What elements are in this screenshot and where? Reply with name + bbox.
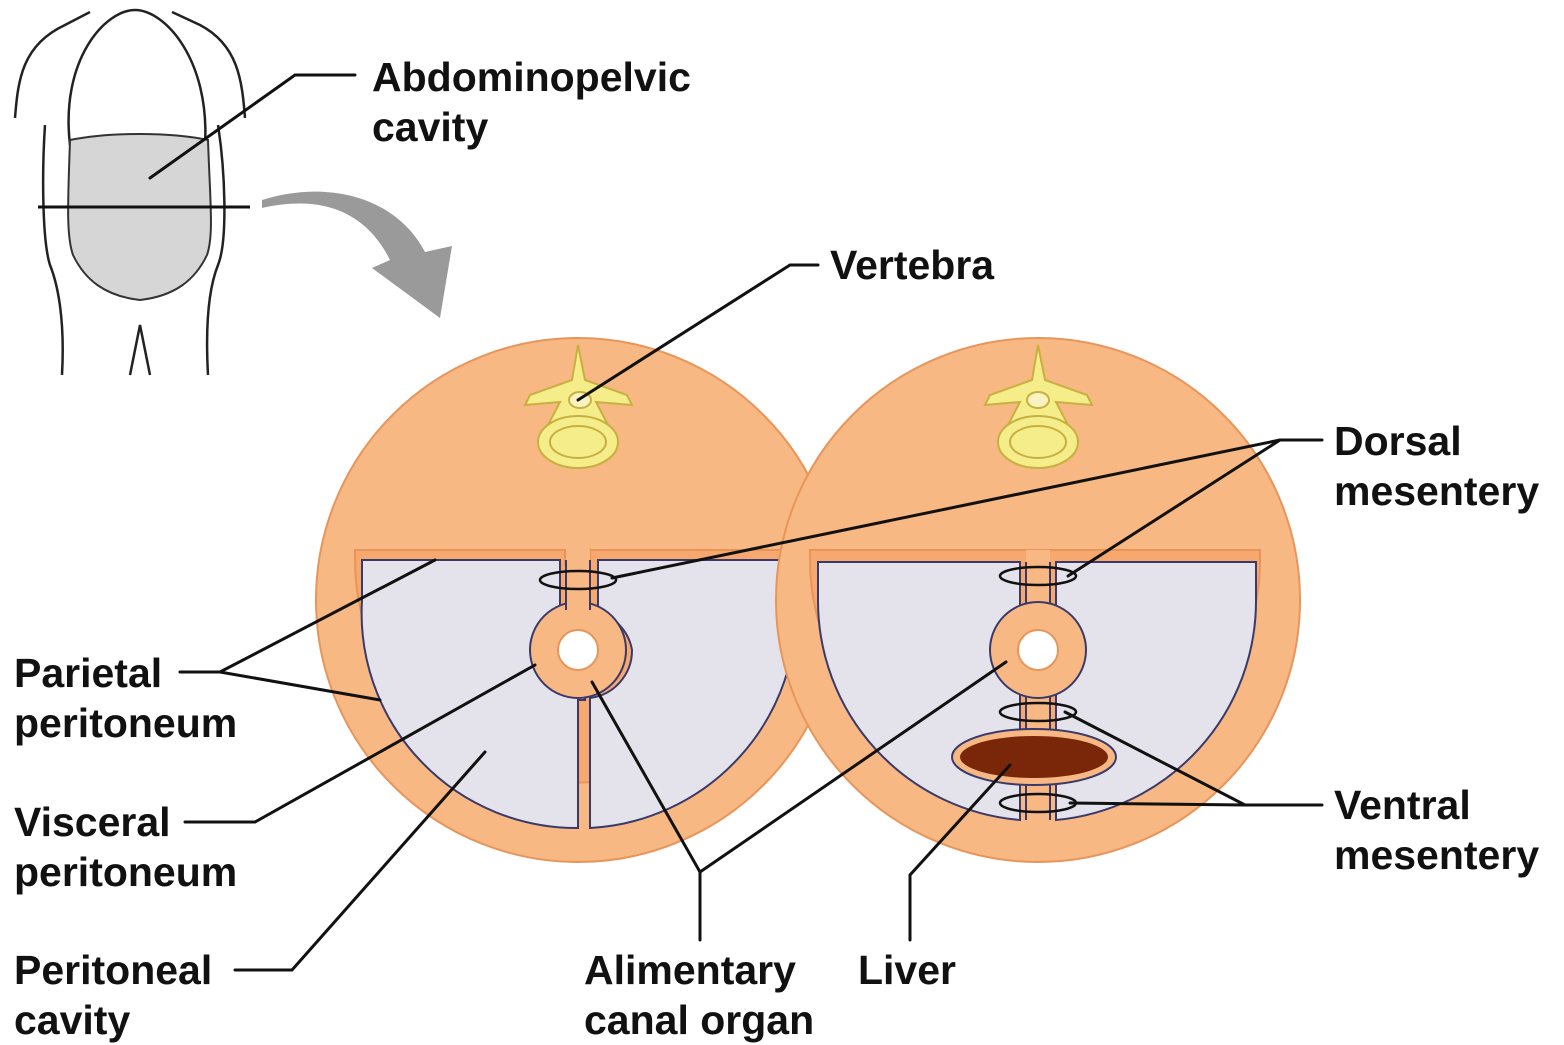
label-alimentary-line2: canal organ bbox=[584, 995, 814, 1045]
label-ventral-mesentery-line1: Ventral bbox=[1334, 780, 1539, 830]
label-dorsal-mesentery-line2: mesentery bbox=[1334, 466, 1539, 516]
right-cross-section bbox=[776, 338, 1300, 862]
label-vertebra-line1: Vertebra bbox=[830, 240, 994, 290]
label-ventral-mesentery-line2: mesentery bbox=[1334, 830, 1539, 880]
label-liver-line1: Liver bbox=[858, 945, 956, 995]
label-alimentary-line1: Alimentary bbox=[584, 945, 814, 995]
label-peritoneal-cavity: Peritoneal cavity bbox=[14, 945, 212, 1045]
label-visceral-peritoneum: Visceral peritoneum bbox=[14, 797, 237, 897]
label-abdominopelvic-cavity: Abdominopelvic cavity bbox=[372, 52, 691, 152]
label-peritoneal-cavity-line2: cavity bbox=[14, 995, 212, 1045]
label-dorsal-mesentery: Dorsal mesentery bbox=[1334, 416, 1539, 516]
label-liver: Liver bbox=[858, 945, 956, 995]
peritoneal-cavity-right bbox=[590, 560, 796, 828]
label-visceral-line2: peritoneum bbox=[14, 847, 237, 897]
label-parietal-peritoneum: Parietal peritoneum bbox=[14, 648, 237, 748]
label-vertebra: Vertebra bbox=[830, 240, 994, 290]
label-ventral-mesentery: Ventral mesentery bbox=[1334, 780, 1539, 880]
leader-ventral-b bbox=[1070, 803, 1245, 805]
label-abdominopelvic-line1: Abdominopelvic bbox=[372, 52, 691, 102]
label-abdominopelvic-line2: cavity bbox=[372, 102, 691, 152]
abdominopelvic-region bbox=[68, 134, 211, 300]
left-cross-section bbox=[316, 338, 840, 862]
label-alimentary-canal-organ: Alimentary canal organ bbox=[584, 945, 814, 1045]
torso-sketch bbox=[15, 10, 250, 375]
liver bbox=[960, 736, 1108, 778]
label-dorsal-mesentery-line1: Dorsal bbox=[1334, 416, 1539, 466]
label-peritoneal-cavity-line1: Peritoneal bbox=[14, 945, 212, 995]
label-visceral-line1: Visceral bbox=[14, 797, 237, 847]
label-parietal-line1: Parietal bbox=[14, 648, 237, 698]
label-parietal-line2: peritoneum bbox=[14, 698, 237, 748]
curved-arrow-icon bbox=[262, 192, 452, 318]
